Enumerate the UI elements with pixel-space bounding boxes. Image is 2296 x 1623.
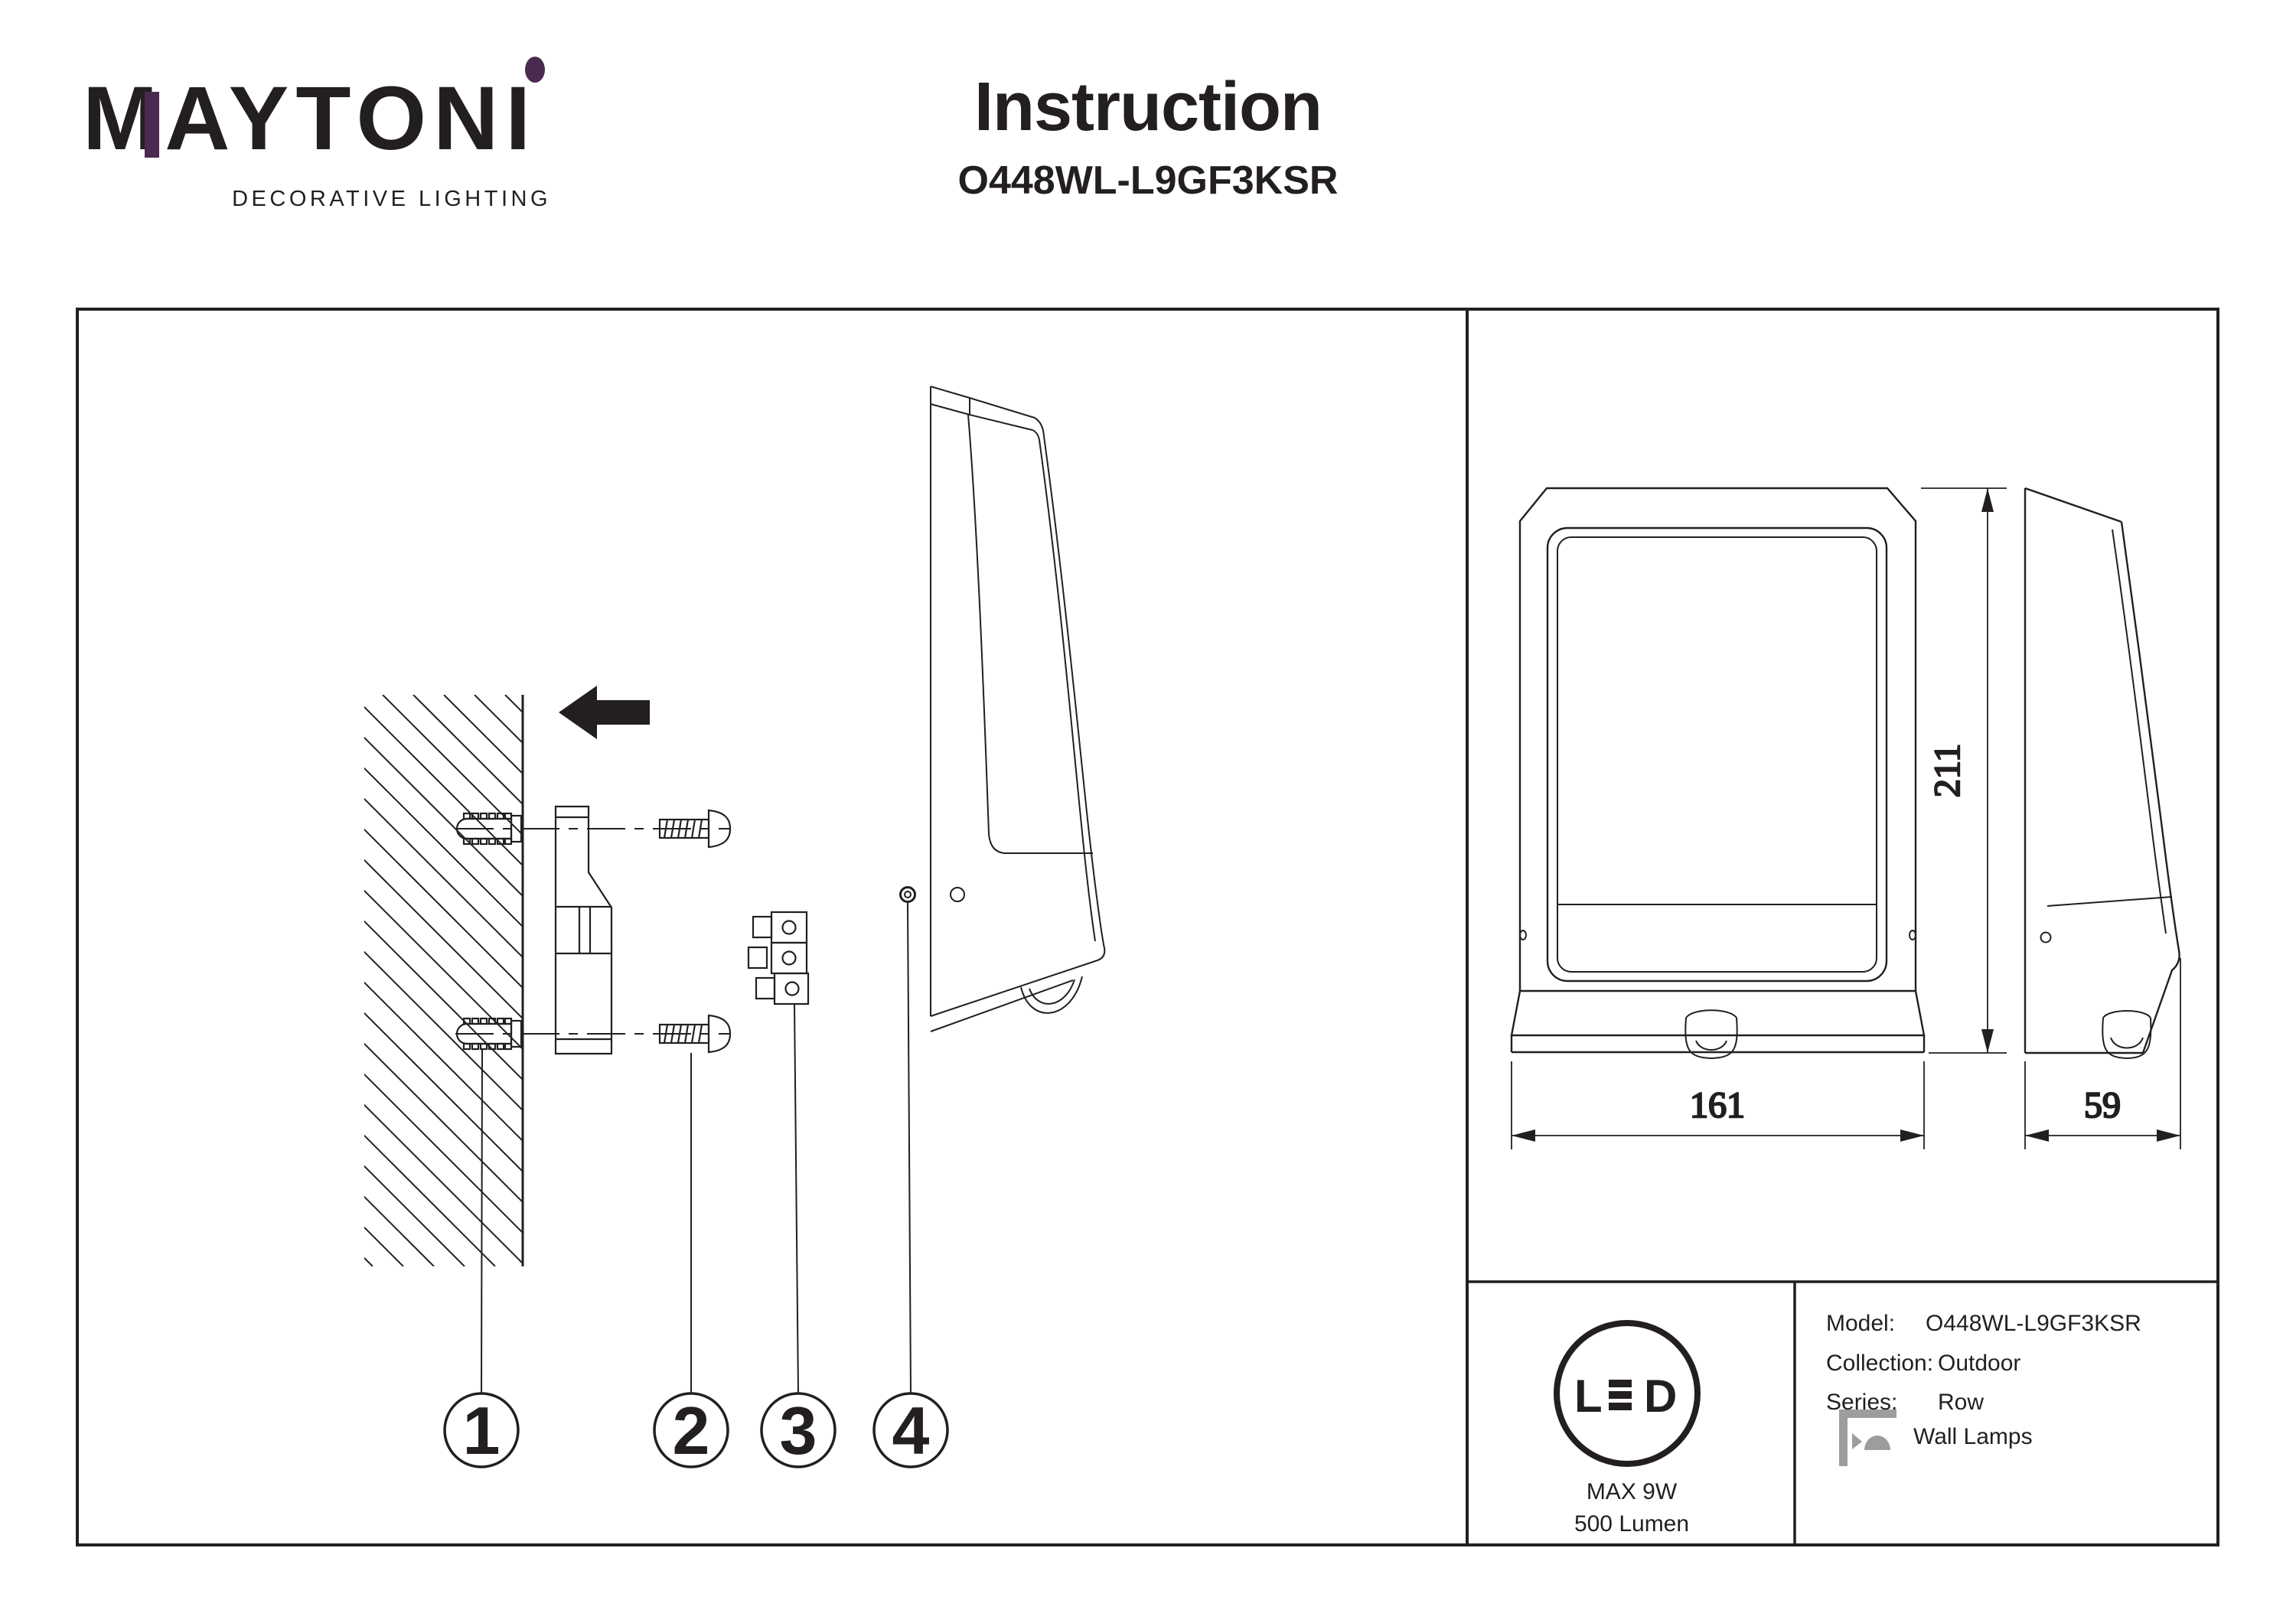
model-value: O448WL-L9GF3KSR xyxy=(1926,1311,2141,1336)
callout-circle-2 xyxy=(653,1392,729,1468)
logo-m-accent xyxy=(145,92,159,158)
series-value: Row xyxy=(1938,1390,1985,1415)
dimension-depth-label: 59 xyxy=(2084,1085,2121,1126)
wall-anchor-icon-lower xyxy=(455,1017,523,1051)
sensor-dome-side xyxy=(2102,1010,2152,1060)
callout-number-1: 1 xyxy=(463,1393,501,1468)
sensor-dome-exploded xyxy=(1020,976,1083,1014)
led-logo-icon: L D xyxy=(1554,1320,1701,1467)
callout-markers xyxy=(443,1392,949,1468)
page-title: Instruction xyxy=(974,69,1322,145)
wall-hatching xyxy=(364,695,523,1266)
dimension-height xyxy=(1921,487,2007,1054)
wall-lamp-drawing xyxy=(930,386,1106,1032)
luminous-flux-label: 500 Lumen xyxy=(1574,1511,1690,1537)
collection-value: Outdoor xyxy=(1938,1351,2021,1376)
led-letter-d: D xyxy=(1644,1370,1677,1422)
callout-number-4: 4 xyxy=(892,1393,930,1468)
callout-circle-3 xyxy=(760,1392,837,1468)
dimension-drawings: 161 211 59 xyxy=(1510,487,2181,1149)
logo-dot-icon xyxy=(525,57,545,83)
wall-anchor-icon-upper xyxy=(455,812,523,846)
dimension-height-label: 211 xyxy=(1927,744,1968,797)
dimension-width xyxy=(1511,1061,1925,1149)
max-power-label: MAX 9W xyxy=(1586,1479,1678,1504)
collection-label: Collection: xyxy=(1826,1351,1934,1376)
sensor-dome-front xyxy=(1684,1009,1738,1060)
callout-leader-lines xyxy=(481,902,912,1394)
led-letter-l: L xyxy=(1574,1370,1603,1422)
screw-icon-lower xyxy=(658,1014,732,1054)
terminal-block-icon xyxy=(747,911,810,1005)
page-model-number: O448WL-L9GF3KSR xyxy=(957,158,1339,203)
side-view-drawing xyxy=(2024,487,2180,1060)
dimension-depth xyxy=(2024,958,2181,1149)
callout-number-3: 3 xyxy=(780,1393,817,1468)
wall-lamp-icon xyxy=(1839,1410,1896,1466)
model-label: Model: xyxy=(1826,1311,1896,1336)
series-value-2: Wall Lamps xyxy=(1913,1424,2033,1449)
callout-circle-4 xyxy=(872,1392,949,1468)
mounting-bracket xyxy=(554,805,613,1055)
front-view-drawing xyxy=(1510,487,1926,1060)
brand-tagline: DECORATIVE LIGHTING xyxy=(232,187,551,211)
screw-icon-upper xyxy=(658,809,732,849)
series-label: Series: xyxy=(1826,1390,1898,1415)
installation-diagram: 1 2 3 4 xyxy=(364,386,1106,1468)
dimension-width-label: 161 xyxy=(1690,1085,1745,1126)
callout-number-2: 2 xyxy=(673,1393,710,1468)
arrow-left-icon xyxy=(559,686,650,739)
screw-hole-ring xyxy=(899,886,916,903)
layout-frame xyxy=(76,308,2219,1546)
callout-circle-1 xyxy=(443,1392,520,1468)
